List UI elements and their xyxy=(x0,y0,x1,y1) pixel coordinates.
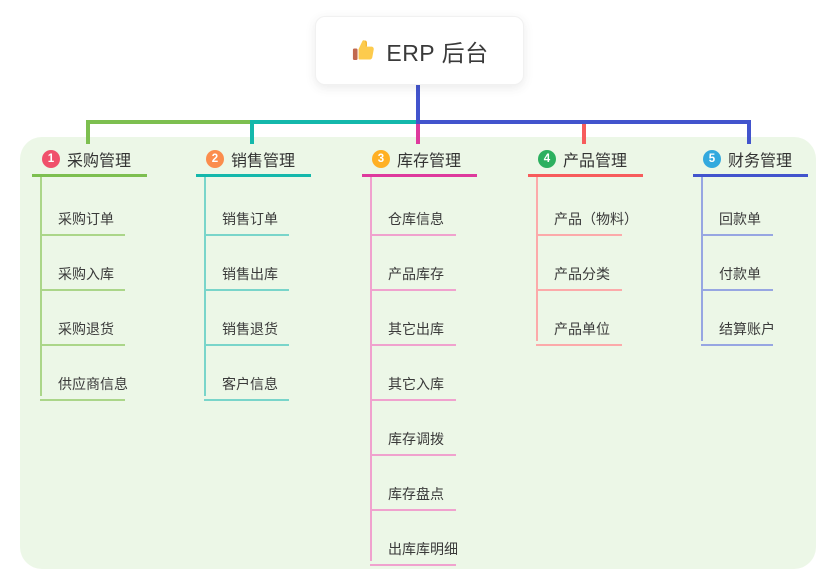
child-node[interactable]: 库存盘点 xyxy=(370,478,456,511)
child-label: 仓库信息 xyxy=(388,211,444,227)
connector-child-spine-4 xyxy=(536,177,538,341)
branch-node-5[interactable]: 5 财务管理 xyxy=(693,144,808,177)
child-node[interactable]: 采购入库 xyxy=(40,258,125,291)
child-node[interactable]: 回款单 xyxy=(701,203,773,236)
child-node[interactable]: 产品库存 xyxy=(370,258,456,291)
connector-child-spine-3 xyxy=(370,177,372,561)
branch-index-badge: 4 xyxy=(538,150,556,168)
map-background-panel xyxy=(20,137,816,569)
connector-drop-branch-3 xyxy=(416,120,420,144)
child-node[interactable]: 采购订单 xyxy=(40,203,125,236)
child-label: 采购入库 xyxy=(58,266,114,282)
branch-index-badge: 2 xyxy=(206,150,224,168)
branch-index-badge: 1 xyxy=(42,150,60,168)
child-label: 销售退货 xyxy=(222,321,278,337)
child-label: 产品分类 xyxy=(554,266,610,282)
branch-label: 采购管理 xyxy=(67,153,132,170)
child-node[interactable]: 付款单 xyxy=(701,258,773,291)
child-node[interactable]: 客户信息 xyxy=(204,368,289,401)
branch-label: 销售管理 xyxy=(231,153,296,170)
connector-bus-right xyxy=(416,120,751,124)
child-label: 产品单位 xyxy=(554,321,610,337)
child-node[interactable]: 供应商信息 xyxy=(40,368,128,401)
child-node[interactable]: 其它出库 xyxy=(370,313,456,346)
child-node[interactable]: 产品（物料） xyxy=(536,203,638,236)
child-node[interactable]: 采购退货 xyxy=(40,313,125,346)
child-label: 付款单 xyxy=(719,266,761,282)
child-node[interactable]: 销售退货 xyxy=(204,313,289,346)
connector-bus-left xyxy=(86,120,252,124)
child-label: 回款单 xyxy=(719,211,761,227)
child-node[interactable]: 出库库明细 xyxy=(370,533,458,566)
branch-label: 产品管理 xyxy=(563,153,628,170)
branch-node-2[interactable]: 2 销售管理 xyxy=(196,144,311,177)
connector-drop-branch-1 xyxy=(86,120,90,144)
branch-index-badge: 3 xyxy=(372,150,390,168)
branch-label: 财务管理 xyxy=(728,153,793,170)
child-label: 产品库存 xyxy=(388,266,444,282)
connector-child-spine-2 xyxy=(204,177,206,396)
root-title: ERP 后台 xyxy=(386,39,489,66)
branch-label: 库存管理 xyxy=(397,153,462,170)
child-label: 销售订单 xyxy=(222,211,278,227)
connector-child-spine-5 xyxy=(701,177,703,341)
child-label: 销售出库 xyxy=(222,266,278,282)
child-node[interactable]: 其它入库 xyxy=(370,368,456,401)
child-label: 库存盘点 xyxy=(388,486,444,502)
child-label: 采购订单 xyxy=(58,211,114,227)
child-node[interactable]: 销售订单 xyxy=(204,203,289,236)
child-label: 库存调拨 xyxy=(388,431,444,447)
child-node[interactable]: 产品单位 xyxy=(536,313,622,346)
child-node[interactable]: 结算账户 xyxy=(701,313,775,346)
branch-index-badge: 5 xyxy=(703,150,721,168)
root-node[interactable]: ERP 后台 xyxy=(315,16,524,85)
child-label: 出库库明细 xyxy=(388,541,458,557)
child-label: 其它出库 xyxy=(388,321,444,337)
child-node[interactable]: 产品分类 xyxy=(536,258,622,291)
child-node[interactable]: 仓库信息 xyxy=(370,203,456,236)
child-label: 其它入库 xyxy=(388,376,444,392)
thumbs-up-icon xyxy=(350,37,377,64)
child-node[interactable]: 库存调拨 xyxy=(370,423,456,456)
connector-drop-branch-2 xyxy=(250,120,254,144)
child-label: 供应商信息 xyxy=(58,376,128,392)
child-label: 产品（物料） xyxy=(554,211,638,227)
child-label: 采购退货 xyxy=(58,321,114,337)
child-label: 结算账户 xyxy=(719,321,775,337)
branch-node-3[interactable]: 3 库存管理 xyxy=(362,144,477,177)
branch-node-1[interactable]: 1 采购管理 xyxy=(32,144,147,177)
connector-drop-branch-5 xyxy=(747,120,751,144)
child-node[interactable]: 销售出库 xyxy=(204,258,289,291)
branch-node-4[interactable]: 4 产品管理 xyxy=(528,144,643,177)
connector-root-trunk xyxy=(416,83,420,122)
connector-bus-middle xyxy=(250,120,418,124)
connector-drop-branch-4 xyxy=(582,120,586,144)
connector-child-spine-1 xyxy=(40,177,42,396)
child-label: 客户信息 xyxy=(222,376,278,392)
